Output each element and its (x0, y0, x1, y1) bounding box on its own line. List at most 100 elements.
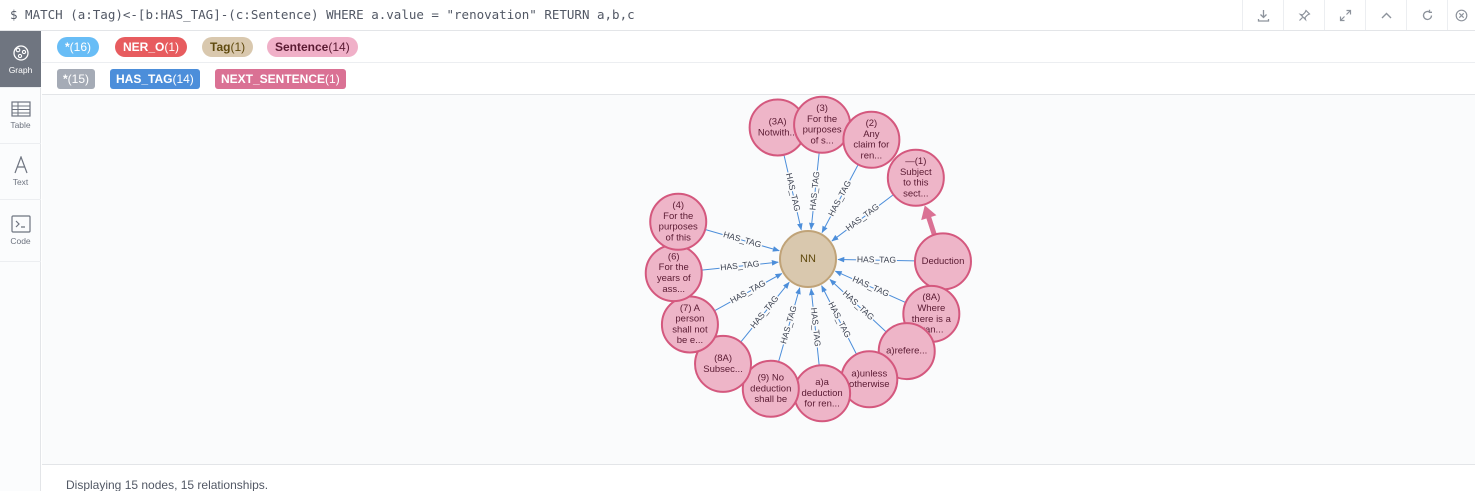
node-caption: for ren... (804, 399, 839, 410)
node-caption: purposes (803, 125, 842, 136)
relationship-has-tag[interactable] (834, 270, 906, 303)
node-caption: purposes (659, 222, 698, 233)
collapse-button[interactable] (1365, 0, 1406, 30)
node-caption: of this (666, 233, 692, 244)
tag-node[interactable]: NN (779, 230, 837, 288)
pin-button[interactable] (1283, 0, 1324, 30)
legend-count: (14) (328, 40, 350, 54)
relationship-has-tag[interactable] (701, 260, 779, 271)
relationship-label: HAS_TAG (720, 258, 760, 272)
download-button[interactable] (1242, 0, 1283, 30)
node-caption: there is a (912, 314, 952, 325)
node-caption: Subsec... (703, 364, 743, 375)
node-caption: Deduction (922, 256, 965, 267)
node-label-all[interactable]: *(16) (57, 37, 100, 57)
query-bar: $ MATCH (a:Tag)<-[b:HAS_TAG]-(c:Sentence… (0, 0, 1475, 31)
node-caption: (3) (816, 103, 828, 114)
sidebar-item-graph[interactable]: Graph (0, 31, 41, 88)
legend-count: (14) (172, 72, 194, 86)
relationship-label: HAS_TAG (841, 288, 876, 322)
node-label-sentence[interactable]: Sentence(14) (267, 37, 358, 57)
relationship-has-tag[interactable] (831, 194, 894, 242)
node-caption: shall be (754, 394, 787, 405)
sidebar-item-text[interactable]: Text (0, 144, 41, 200)
node-caption: a)a (815, 377, 829, 388)
node-caption: (2) (866, 118, 878, 129)
relationship-label: HAS_TAG (857, 254, 896, 265)
relationship-label: HAS_TAG (809, 307, 823, 347)
node-caption: deduction (802, 388, 843, 399)
relationship-has-tag[interactable] (829, 278, 887, 333)
relationship-has-tag[interactable] (778, 287, 801, 362)
node-caption: For the (807, 114, 837, 125)
node-caption: (6) (668, 251, 680, 262)
view-sidebar: Graph Table Text Code (0, 31, 41, 491)
relationship-types-legend: *(15) HAS_TAG(14) NEXT_SENTENCE(1) (42, 63, 1475, 95)
sentence-node[interactable]: (8A)Subsec... (694, 334, 753, 393)
collapse-icon (1381, 12, 1391, 18)
relationship-has-tag[interactable] (705, 229, 780, 252)
node-label-tag[interactable]: Tag(1) (202, 37, 254, 57)
node-caption: (7) A (680, 303, 701, 314)
sidebar-item-table[interactable]: Table (0, 88, 41, 144)
expand-button[interactable] (1324, 0, 1365, 30)
relationship-has-tag[interactable] (821, 164, 859, 234)
relationship-label: HAS_TAG (722, 229, 762, 249)
node-caption: For the (663, 211, 693, 222)
close-button[interactable] (1447, 0, 1475, 30)
node-caption: deduction (750, 383, 791, 394)
node-caption: (3A) (769, 117, 787, 128)
sidebar-item-label: Graph (8, 64, 33, 75)
node-caption: tran... (919, 325, 943, 336)
relationship-has-tag[interactable] (783, 154, 803, 231)
legend-label: HAS_TAG (116, 72, 173, 86)
expand-icon (1339, 9, 1351, 21)
node-caption: For the (659, 262, 689, 273)
relationship-type-has-tag[interactable]: HAS_TAG(14) (110, 69, 200, 89)
node-caption: of s... (810, 135, 833, 146)
relationship-label: HAS_TAG (784, 172, 803, 212)
relationship-has-tag[interactable] (740, 281, 790, 343)
legend-label: Tag (210, 40, 231, 54)
legend-label: NEXT_SENTENCE (221, 72, 326, 86)
relationship-type-next-sentence[interactable]: NEXT_SENTENCE(1) (215, 69, 346, 89)
legend-label: NER_O (123, 40, 165, 54)
relationship-has-tag[interactable] (809, 152, 820, 230)
node-caption: NN (800, 253, 816, 265)
next-sentence-arrowhead (921, 205, 937, 221)
relationship-has-tag[interactable] (821, 285, 858, 355)
query-text[interactable]: $ MATCH (a:Tag)<-[b:HAS_TAG]-(c:Sentence… (10, 7, 635, 22)
node-label-ner-o[interactable]: NER_O(1) (115, 37, 188, 57)
relationship-has-tag[interactable] (714, 273, 783, 312)
node-caption: (8A) (922, 292, 940, 303)
status-bar: Displaying 15 nodes, 15 relationships. (42, 464, 1475, 491)
sidebar-item-label: Table (10, 120, 31, 130)
relationship-label: HAS_TAG (728, 278, 767, 306)
sentence-node[interactable]: (3A)Notwith... (748, 98, 807, 157)
sentence-node[interactable]: Deduction (913, 232, 972, 291)
legend-count: (15) (67, 72, 90, 86)
legend-label: Sentence (275, 40, 329, 54)
relationship-label: HAS_TAG (826, 300, 853, 339)
text-icon (13, 156, 28, 174)
relationship-has-tag[interactable] (809, 288, 820, 366)
relationship-label: HAS_TAG (826, 179, 853, 218)
rerun-button[interactable] (1406, 0, 1447, 30)
sidebar-item-code[interactable]: Code (0, 200, 41, 262)
node-caption: Subject (900, 167, 932, 178)
node-caption: years of (657, 273, 691, 284)
relationship-type-all[interactable]: *(15) (57, 69, 96, 89)
node-caption: person (675, 314, 704, 325)
relationship-has-tag[interactable] (837, 256, 915, 263)
